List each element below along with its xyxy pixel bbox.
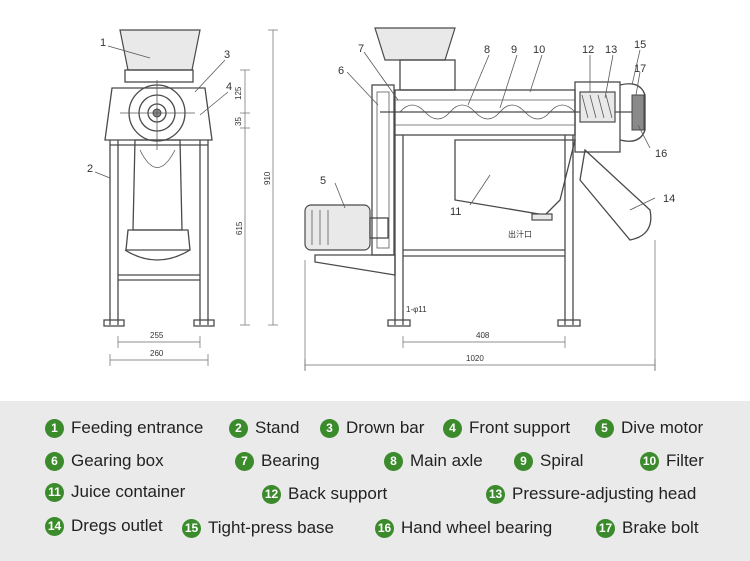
dimension-615: 615 xyxy=(235,221,244,235)
legend-label: Front support xyxy=(469,418,571,437)
dimension-35: 35 xyxy=(234,117,243,126)
number-badge: 15 xyxy=(182,518,201,538)
legend-item-pressure-adjusting-head: 13 Pressure-adjusting head xyxy=(486,484,696,504)
part-number-12: 12 xyxy=(582,44,594,56)
legend-item-bearing: 7 Bearing xyxy=(235,451,320,471)
number-badge: 6 xyxy=(45,451,64,471)
legend-item-filter: 10 Filter xyxy=(640,451,704,471)
number-badge: 12 xyxy=(262,484,281,504)
number-badge: 10 xyxy=(640,451,659,471)
juice-outlet-note: 出汁口 xyxy=(508,229,532,239)
part-number-16: 16 xyxy=(655,148,667,160)
dimension-255: 255 xyxy=(150,331,164,340)
legend-label: Feeding entrance xyxy=(71,418,204,437)
legend-item-front-support: 4 Front support xyxy=(443,418,570,438)
legend-item-hand-wheel-bearing: 16 Hand wheel bearing xyxy=(375,518,552,538)
number-badge: 13 xyxy=(486,484,505,504)
legend-item-back-support: 12 Back support xyxy=(262,484,387,504)
number-badge: 4 xyxy=(443,418,462,438)
number-badge: 14 xyxy=(45,516,64,536)
number-badge: 5 xyxy=(595,418,614,438)
legend-label: Hand wheel bearing xyxy=(401,518,553,537)
legend-label: Pressure-adjusting head xyxy=(512,484,697,503)
part-number-3: 3 xyxy=(224,49,230,61)
part-number-2: 2 xyxy=(87,163,93,175)
part-number-10: 10 xyxy=(533,44,545,56)
part-number-15: 15 xyxy=(634,39,646,51)
dimension-1020: 1020 xyxy=(466,354,484,363)
legend-label: Dregs outlet xyxy=(71,516,163,535)
legend-item-stand: 2 Stand xyxy=(229,418,299,438)
number-badge: 7 xyxy=(235,451,254,471)
dimension-phi11: 1-φ11 xyxy=(406,305,427,314)
front-view xyxy=(94,29,278,366)
legend-label: Main axle xyxy=(410,451,483,470)
number-badge: 9 xyxy=(514,451,533,471)
legend-item-brake-bolt: 17 Brake bolt xyxy=(596,518,699,538)
legend-item-feeding-entrance: 1 Feeding entrance xyxy=(45,418,203,438)
part-number-17: 17 xyxy=(634,63,646,75)
legend-label: Drown bar xyxy=(346,418,425,437)
legend-item-dregs-outlet: 14 Dregs outlet xyxy=(45,516,163,536)
legend-label: Spiral xyxy=(540,451,584,470)
legend-label: Bearing xyxy=(261,451,320,470)
legend-label: Stand xyxy=(255,418,300,437)
part-number-labels: 1 2 3 4 5 6 7 8 9 10 11 12 13 14 15 16 1… xyxy=(87,37,675,218)
number-badge: 16 xyxy=(375,518,394,538)
legend-label: Dive motor xyxy=(621,418,704,437)
legend-label: Tight-press base xyxy=(208,518,334,537)
parts-legend: 1 Feeding entrance 2 Stand 3 Drown bar 4… xyxy=(0,401,750,561)
legend-item-main-axle: 8 Main axle xyxy=(384,451,483,471)
dimension-408: 408 xyxy=(476,331,490,340)
legend-item-gearing-box: 6 Gearing box xyxy=(45,451,164,471)
number-badge: 1 xyxy=(45,418,64,438)
legend-item-spiral: 9 Spiral xyxy=(514,451,583,471)
number-badge: 2 xyxy=(229,418,248,438)
technical-drawing: 1 2 3 4 5 6 7 8 9 10 11 12 13 14 15 16 1… xyxy=(87,27,676,371)
number-badge: 11 xyxy=(45,482,64,502)
part-number-4: 4 xyxy=(226,81,232,93)
number-badge: 8 xyxy=(384,451,403,471)
dimension-125: 125 xyxy=(234,86,243,100)
part-number-5: 5 xyxy=(320,175,326,187)
legend-item-drown-bar: 3 Drown bar xyxy=(320,418,424,438)
legend-item-juice-container: 11 Juice container xyxy=(45,482,185,502)
legend-label: Juice container xyxy=(71,482,186,501)
legend-label: Brake bolt xyxy=(622,518,699,537)
legend-label: Filter xyxy=(666,451,704,470)
number-badge: 3 xyxy=(320,418,339,438)
dimension-labels: 125 35 910 615 255 260 408 1020 1-φ11 出汁… xyxy=(150,86,532,363)
legend-item-dive-motor: 5 Dive motor xyxy=(595,418,703,438)
part-number-7: 7 xyxy=(358,43,364,55)
legend-item-tight-press-base: 15 Tight-press base xyxy=(182,518,334,538)
dimension-260: 260 xyxy=(150,349,164,358)
part-number-11: 11 xyxy=(450,206,461,218)
part-number-14: 14 xyxy=(663,193,675,205)
number-badge: 17 xyxy=(596,518,615,538)
side-view xyxy=(304,27,656,371)
dimension-910: 910 xyxy=(263,171,272,185)
part-number-9: 9 xyxy=(511,44,517,56)
legend-label: Gearing box xyxy=(71,451,164,470)
part-number-1: 1 xyxy=(100,37,106,49)
part-number-6: 6 xyxy=(338,65,344,77)
part-number-13: 13 xyxy=(605,44,617,56)
part-number-8: 8 xyxy=(484,44,490,56)
legend-label: Back support xyxy=(288,484,388,503)
